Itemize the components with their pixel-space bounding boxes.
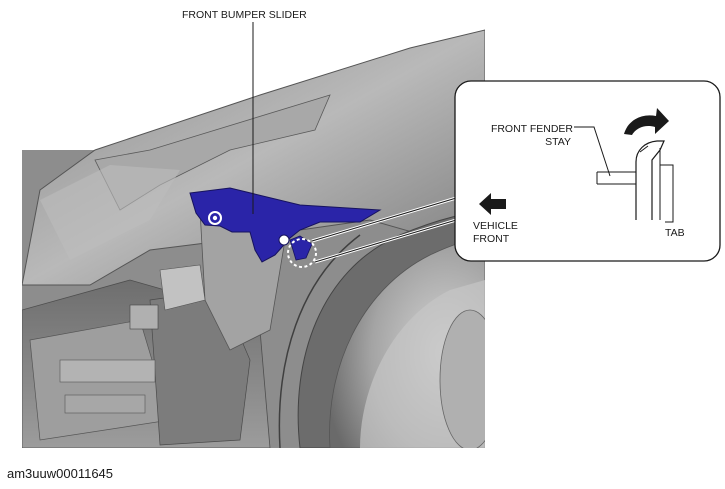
front-bumper-slider-part — [189, 187, 382, 263]
bumper-slider-label: FRONT BUMPER SLIDER — [182, 9, 307, 21]
fender-stay-label-line2: STAY — [545, 136, 571, 148]
figure-id-caption: am3uuw00011645 — [7, 466, 114, 481]
vehicle-illustration — [22, 29, 485, 448]
left-arrow-icon — [479, 193, 506, 215]
vehicle-front-label-line2: FRONT — [473, 233, 510, 245]
tab-leader-line — [660, 164, 674, 223]
curved-arrow-icon — [624, 108, 669, 135]
fender-stay-drawing — [596, 171, 636, 185]
tab-drawing — [635, 140, 665, 220]
tab-location-marker — [287, 238, 317, 268]
detail-callout: FRONT FENDER STAY VEHICLE FRONT TAB — [454, 80, 721, 262]
fender-stay-label-line1: FRONT FENDER — [491, 123, 573, 135]
fender-stay-leader-line — [574, 126, 611, 177]
tab-label: TAB — [665, 227, 685, 239]
vehicle-front-label-line1: VEHICLE — [473, 220, 518, 232]
